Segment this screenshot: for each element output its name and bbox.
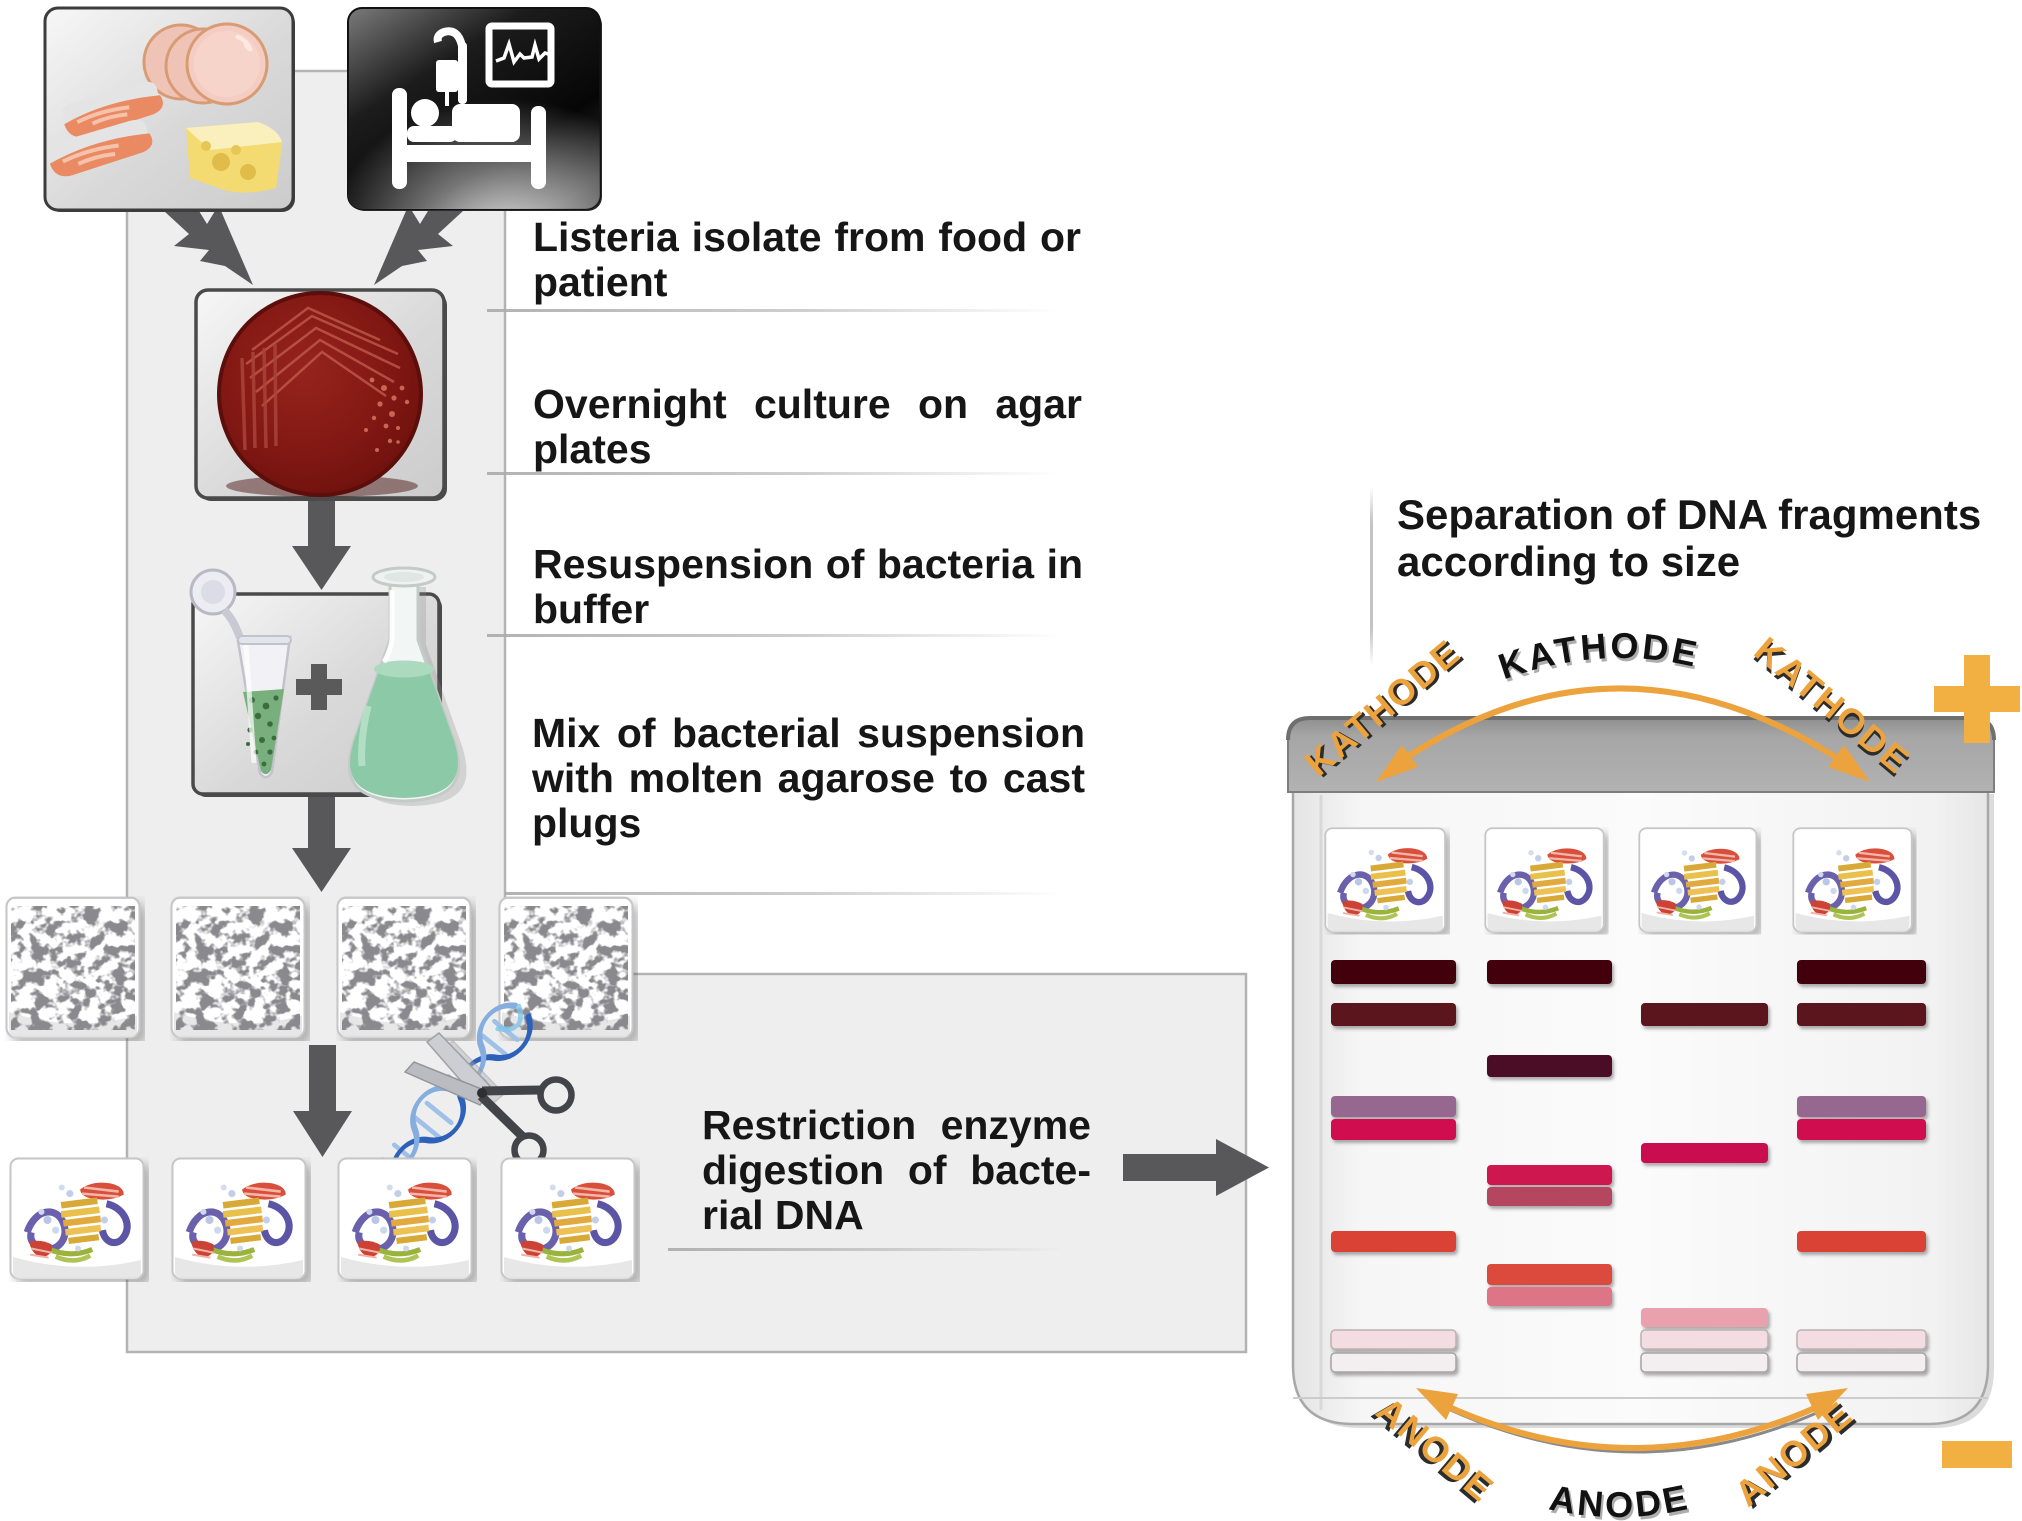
svg-text:ANODE: ANODE bbox=[1546, 1476, 1693, 1521]
svg-text:KATHODE: KATHODE bbox=[1493, 625, 1703, 687]
